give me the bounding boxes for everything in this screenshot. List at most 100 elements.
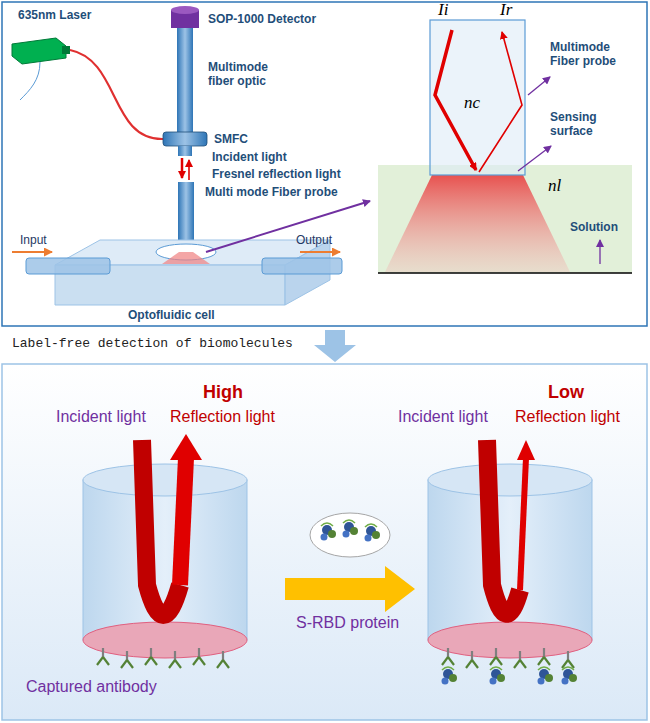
intensity-symbol: Ir <box>500 0 512 20</box>
optofluidic-cell <box>12 201 370 305</box>
component-label: SOP-1000 Detector <box>208 12 316 26</box>
light-label: Incident light <box>398 408 488 426</box>
drawing-line <box>169 660 175 668</box>
drawing-line <box>514 660 520 668</box>
fiber-low <box>428 440 592 658</box>
drawing-rect <box>177 28 193 132</box>
drawing-path <box>321 523 333 526</box>
drawing-line <box>496 657 502 665</box>
drawing-line <box>223 660 229 668</box>
drawing-path <box>490 667 502 670</box>
flow-label: Input <box>20 233 47 247</box>
light-label: Reflection light <box>515 408 620 426</box>
drawing-line <box>199 657 205 665</box>
drawing-line <box>174 651 176 660</box>
drawing-rect <box>163 132 207 146</box>
detector-and-fiber <box>163 6 207 252</box>
drawing-line <box>528 77 550 95</box>
drawing-circle <box>365 535 372 542</box>
sensing-inset <box>378 20 632 273</box>
drawing-ellipse <box>310 513 390 557</box>
drawing-line <box>126 651 128 660</box>
drawing-line <box>466 660 472 668</box>
drawing-polygon <box>285 566 415 612</box>
drawing-g <box>321 520 381 542</box>
drawing-path <box>442 667 454 670</box>
antibodies <box>97 648 229 668</box>
drawing-path <box>180 458 186 585</box>
drawing-line <box>175 660 181 668</box>
drawing-line <box>198 648 200 657</box>
drawing-circle <box>328 530 336 538</box>
light-label: Reflection light <box>170 408 275 426</box>
drawing-path <box>562 667 574 670</box>
drawing-line <box>447 648 449 657</box>
drawing-path <box>538 667 550 670</box>
drawing-line <box>490 657 496 665</box>
drawing-polygon <box>170 434 202 460</box>
drawing-rect <box>378 165 632 273</box>
drawing-circle <box>562 678 569 685</box>
drawing-path <box>520 458 526 590</box>
component-label: 635nm Laser <box>18 8 91 22</box>
laser-symbol <box>12 38 163 139</box>
bottom-panel-frame <box>2 364 647 720</box>
drawing-line <box>12 251 52 253</box>
drawing-line <box>519 651 521 660</box>
drawing-line <box>151 657 157 665</box>
drawing-line <box>150 648 152 657</box>
sample-label: S-RBD protein <box>296 614 399 632</box>
drawing-line <box>567 651 569 660</box>
drawing-path <box>70 50 163 139</box>
drawing-line <box>121 660 127 668</box>
drawing-line <box>217 660 223 668</box>
drawing-line <box>222 651 224 660</box>
flow-arrow <box>314 330 356 362</box>
drawing-line <box>518 146 551 171</box>
drawing-polygon <box>517 440 535 460</box>
drawing-line <box>442 657 448 665</box>
drawing-line <box>103 657 109 665</box>
drawing-polyline <box>479 32 522 172</box>
drawing-line <box>448 657 454 665</box>
drawing-ellipse <box>171 6 199 14</box>
drawing-path <box>365 524 377 527</box>
drawing-line <box>599 240 600 264</box>
component-label: Incident light <box>212 150 287 164</box>
drawing-line <box>193 657 199 665</box>
signal-level: Low <box>548 382 584 403</box>
drawing-circle <box>538 678 545 685</box>
top-panel-frame <box>2 2 647 326</box>
drawing-line <box>97 657 103 665</box>
drawing-line <box>495 648 497 657</box>
component-label: Optofluidic cell <box>128 308 215 322</box>
drawing-path <box>487 440 520 614</box>
drawing-line <box>538 657 544 665</box>
drawing-line <box>472 660 478 668</box>
light-label: Incident light <box>56 408 146 426</box>
drawing-rect <box>262 258 342 274</box>
drawing-line <box>206 201 370 252</box>
signal-level: High <box>203 382 243 403</box>
intensity-symbol: Ii <box>438 0 448 20</box>
component-label: SMFC <box>214 132 248 146</box>
antibodies <box>442 648 574 668</box>
drawing-rect <box>178 146 192 156</box>
drawing-circle <box>442 678 449 685</box>
drawing-ellipse <box>428 464 592 496</box>
drawing-circle <box>545 674 553 682</box>
drawing-circle <box>497 674 505 682</box>
drawing-rect <box>430 20 525 175</box>
drawing-line <box>300 251 340 253</box>
component-label: Sensing surface <box>550 110 635 138</box>
drawing-path <box>20 62 40 100</box>
index-symbol: nc <box>464 93 480 113</box>
drawing-line <box>127 660 133 668</box>
component-label: Multimode Fiber probe <box>550 40 630 68</box>
drawing-circle <box>343 531 350 538</box>
fiber-high <box>83 434 247 658</box>
section-caption: Label-free detection of biomolecules <box>12 336 293 351</box>
drawing-path <box>142 440 180 615</box>
component-label: Multi mode Fiber probe <box>205 185 338 199</box>
drawing-circle <box>350 527 358 535</box>
